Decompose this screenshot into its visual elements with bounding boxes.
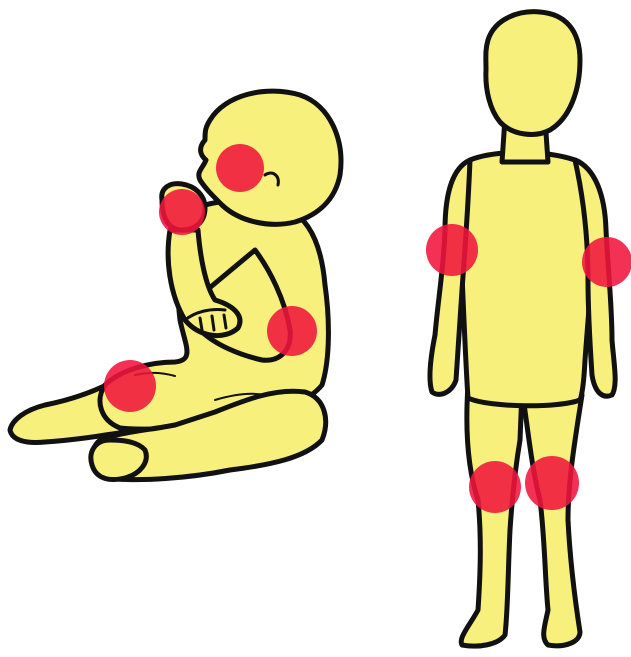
infant-elbow-spot xyxy=(267,306,317,356)
infant-hand-spot xyxy=(159,189,205,235)
infant-cheek-spot xyxy=(216,144,264,192)
child-right-knee-spot xyxy=(469,461,521,513)
child-right-leg xyxy=(461,385,522,646)
child-head xyxy=(486,12,580,135)
seated-infant-figure xyxy=(10,91,341,479)
child-left-leg xyxy=(522,390,582,646)
standing-child-figure xyxy=(426,12,631,646)
infant-knee-spot xyxy=(104,360,156,412)
child-torso xyxy=(460,153,598,406)
child-left-knee-spot xyxy=(525,456,579,510)
child-left-elbow-spot xyxy=(582,237,631,287)
child-right-elbow-spot xyxy=(426,224,478,276)
infant-right-foot xyxy=(91,440,146,479)
